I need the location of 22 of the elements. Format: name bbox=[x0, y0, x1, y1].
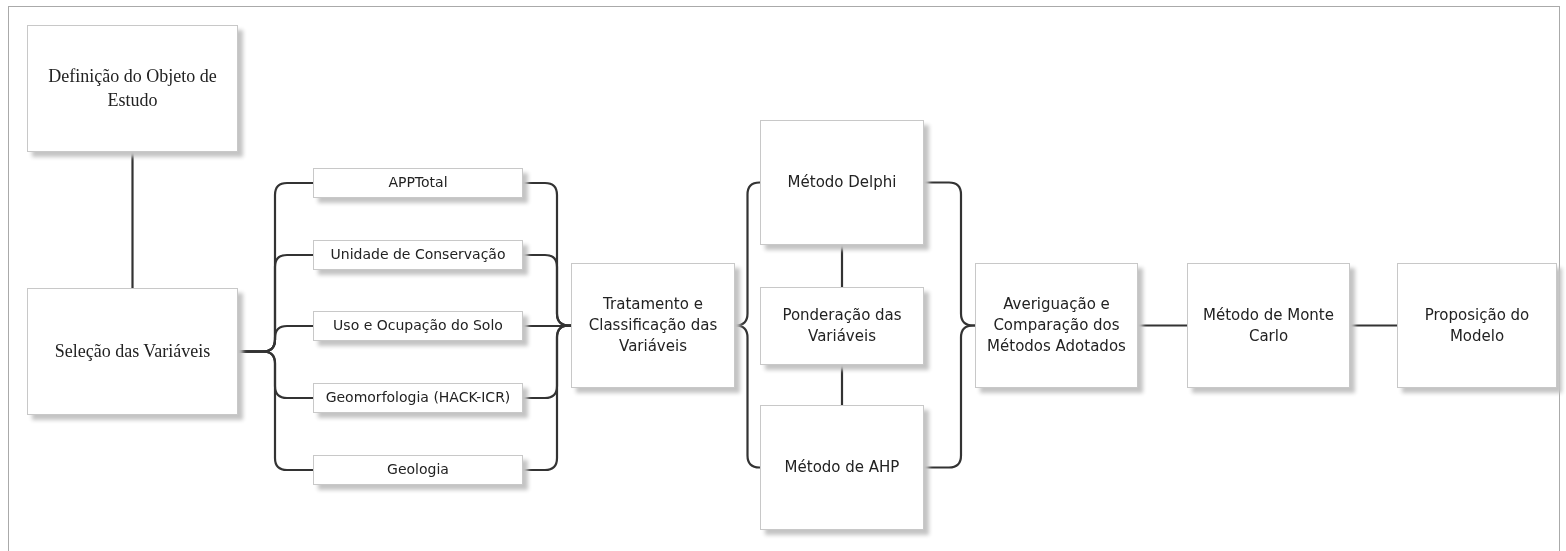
process-box: Uso e Ocupação do Solo bbox=[313, 311, 523, 341]
process-box: APPTotal bbox=[313, 168, 523, 198]
process-box: Definição do Objeto de Estudo bbox=[27, 25, 238, 152]
process-box: Proposição do Modelo bbox=[1397, 263, 1557, 388]
process-box: Método de Monte Carlo bbox=[1187, 263, 1350, 388]
process-box: Geologia bbox=[313, 455, 523, 485]
connector-line bbox=[924, 324, 975, 469]
connector-line bbox=[523, 324, 571, 472]
connector-line bbox=[238, 350, 313, 472]
connector-line bbox=[1138, 324, 1187, 327]
process-box: Tratamento e Classificação das Variáveis bbox=[571, 263, 735, 388]
connector-line bbox=[840, 245, 844, 287]
process-box: Averiguação e Comparação dos Métodos Adotados bbox=[975, 263, 1138, 388]
process-box: Método de AHP bbox=[760, 405, 924, 530]
process-box: Unidade de Conservação bbox=[313, 240, 523, 270]
process-box: Seleção das Variáveis bbox=[27, 288, 238, 415]
connector-line bbox=[1350, 324, 1397, 327]
process-box: Geomorfologia (HACK-ICR) bbox=[313, 383, 523, 413]
connector-line bbox=[840, 365, 844, 405]
process-box: Ponderação das Variáveis bbox=[760, 287, 924, 365]
connector-line bbox=[131, 152, 134, 288]
process-box: Método Delphi bbox=[760, 120, 924, 245]
